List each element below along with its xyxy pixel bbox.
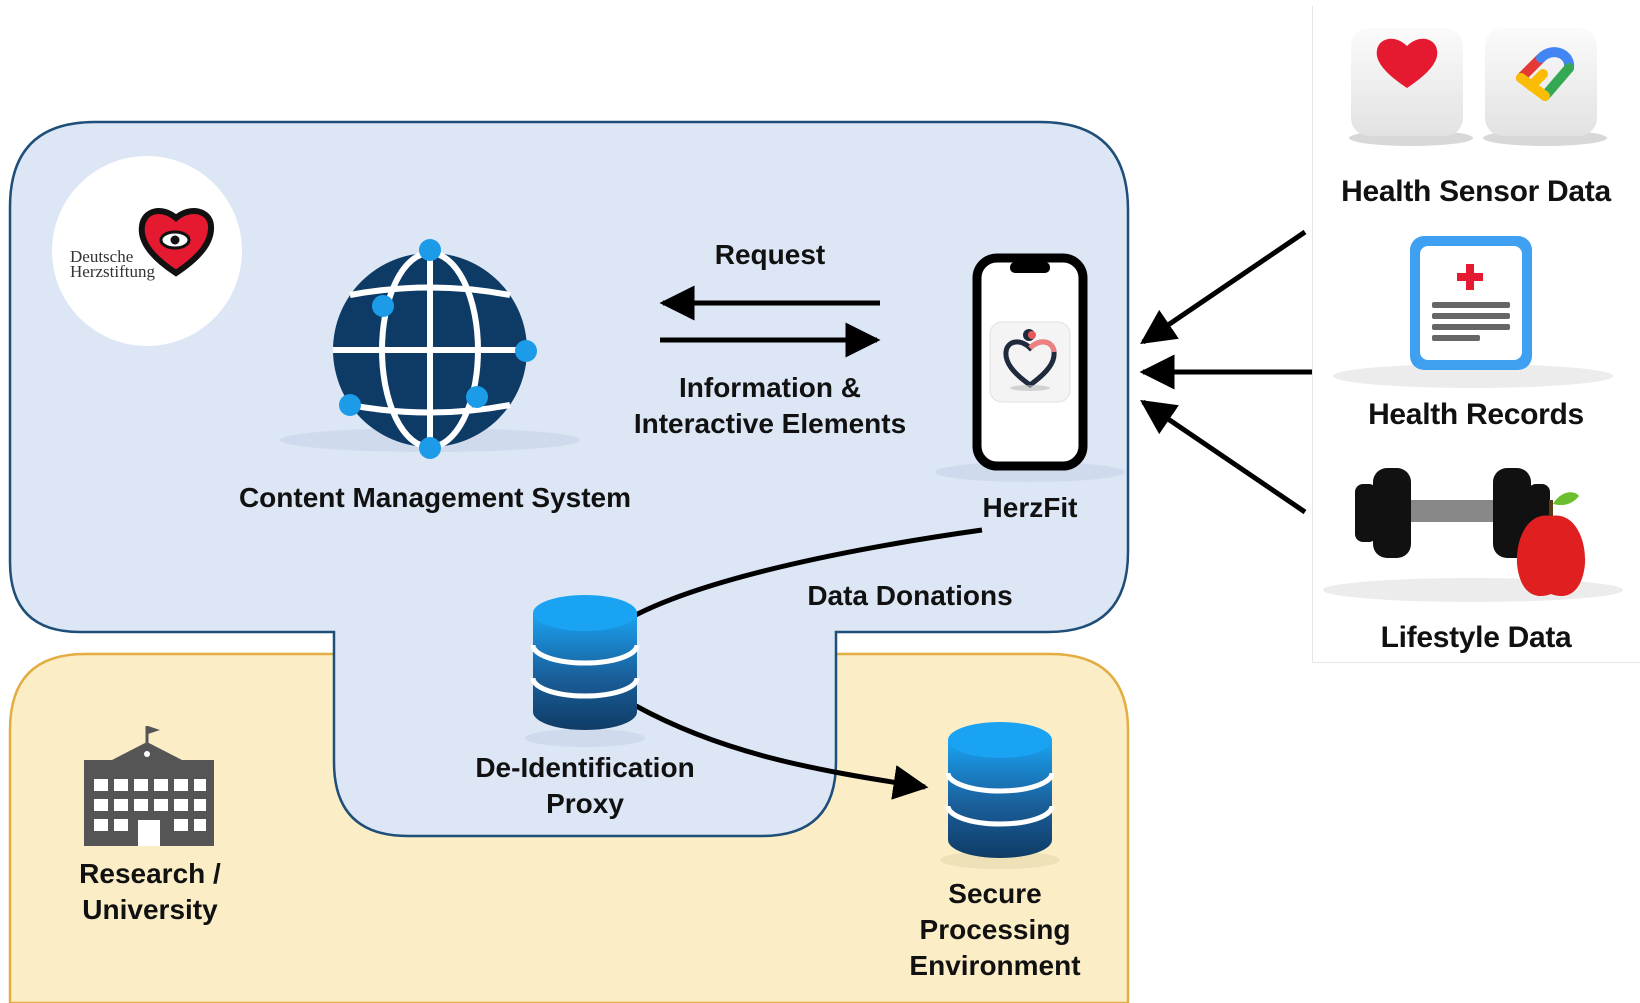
herzfit-app-icon	[989, 321, 1071, 403]
data-donation-connector	[628, 527, 983, 621]
data-donations-label: Data Donations	[807, 580, 1013, 611]
proxy-to-spe-arrow	[634, 703, 929, 800]
lifestyle-to-app-arrow	[1140, 399, 1307, 515]
logo-text-line2: Herzstiftung	[70, 262, 155, 281]
health-records-label: Health Records	[1368, 398, 1584, 431]
health-app-icon	[1349, 28, 1473, 146]
lifestyle-data-label: Lifestyle Data	[1380, 621, 1572, 654]
dumbbell-apple-icon	[1323, 468, 1623, 602]
herzstiftung-logo: Deutsche Herzstiftung	[52, 156, 242, 346]
health-sensor-data-label: Health Sensor Data	[1341, 175, 1611, 208]
google-fit-icon	[1483, 28, 1607, 146]
data-sources-icons	[1323, 28, 1623, 602]
university-building-icon	[84, 726, 214, 846]
logo-text-line1: Deutsche	[70, 247, 133, 266]
medical-record-icon	[1333, 236, 1613, 388]
globe-network-icon	[280, 239, 580, 459]
proxy-database-icon	[525, 595, 645, 747]
cms-label: Content Management System	[238, 482, 632, 513]
spe-label: Secure Processing Environment	[909, 878, 1081, 981]
information-label: Information & Interactive Elements	[633, 372, 907, 439]
sensor-to-app-arrow	[1140, 229, 1307, 345]
smartphone-icon	[935, 253, 1125, 482]
research-label: Research / University	[79, 858, 221, 925]
proxy-label: De-Identification Proxy	[475, 752, 695, 819]
app-label: HerzFit	[982, 492, 1078, 523]
data-sources-panel	[1312, 6, 1640, 663]
request-label: Request	[714, 239, 826, 270]
spe-database-icon	[940, 722, 1060, 869]
